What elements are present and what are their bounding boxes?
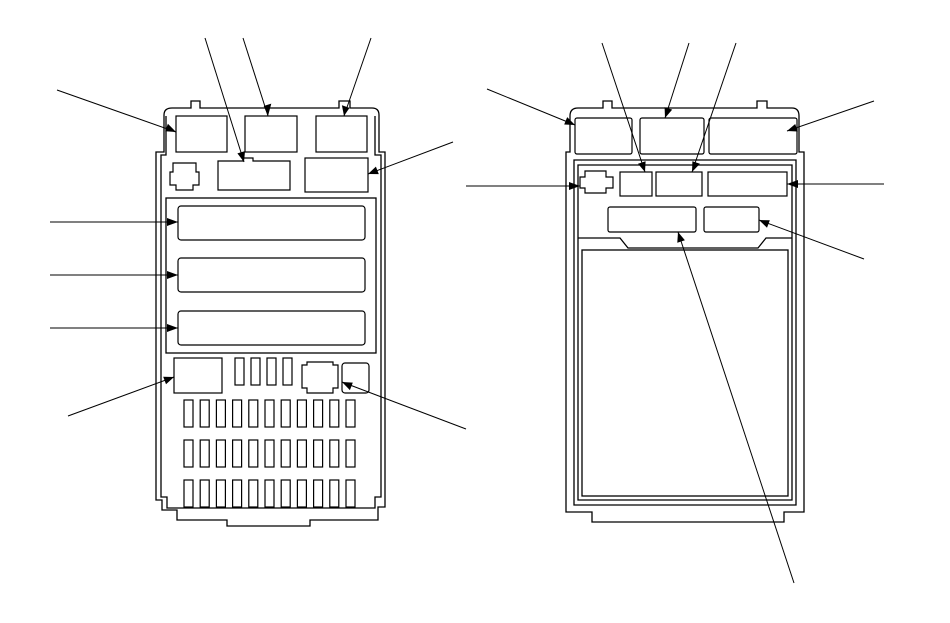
rear-top-connector-2 <box>639 117 705 155</box>
front-small-connector <box>169 162 200 191</box>
relay-slot <box>313 479 324 508</box>
relay-slot <box>280 439 291 468</box>
front-strip-2 <box>177 257 366 293</box>
relay-slot <box>329 479 340 508</box>
relay-slot <box>329 439 340 468</box>
relay-slot <box>248 439 259 468</box>
relay-slot <box>264 479 275 508</box>
relay-slot <box>199 439 210 468</box>
relay-slot <box>296 439 307 468</box>
rear-cavity <box>581 249 789 497</box>
relay-slot <box>183 439 194 468</box>
front-lower-relay <box>173 357 223 394</box>
relay-slot <box>264 399 275 428</box>
relay-slot <box>199 479 210 508</box>
front-top-connector-3 <box>315 115 368 153</box>
rear-callout-arrowheads <box>564 107 798 243</box>
front-housing-inner-edge <box>160 116 382 509</box>
relay-slot <box>296 479 307 508</box>
front-right-connector <box>304 157 369 193</box>
relay-slot <box>183 479 194 508</box>
relay-slot <box>313 399 324 428</box>
relay-slot <box>183 399 194 428</box>
rear-top-connector-3 <box>708 117 798 155</box>
rear-housing-inner-frame-2 <box>577 164 793 501</box>
relay-slot <box>345 439 356 468</box>
front-housing-outline <box>155 100 386 527</box>
front-relay-slot-grid <box>183 399 356 508</box>
rear-view-panel <box>466 42 884 584</box>
rear-ledge-block-1 <box>607 206 697 233</box>
relay-slot <box>329 399 340 428</box>
relay-slot <box>264 439 275 468</box>
relay-slot <box>215 399 226 428</box>
front-lower-connector <box>301 361 339 394</box>
relay-slot <box>248 479 259 508</box>
rear-housing-inner-frame <box>573 159 797 506</box>
front-strip-1 <box>177 205 366 241</box>
front-top-connector-2 <box>244 115 298 153</box>
front-mini-fuse-group <box>234 357 293 386</box>
front-middle-connector <box>217 157 291 191</box>
relay-slot <box>345 479 356 508</box>
rear-top-connector-1 <box>574 117 633 155</box>
rear-ledge-block-2 <box>703 206 760 233</box>
relay-slot <box>296 399 307 428</box>
front-callout-arrowheads <box>163 103 379 391</box>
front-callouts <box>50 37 467 430</box>
relay-slot <box>199 399 210 428</box>
rear-ledge <box>578 237 792 249</box>
relay-slot <box>313 439 324 468</box>
front-view-panel <box>50 37 467 527</box>
rear-callouts <box>466 42 884 584</box>
relay-slot <box>232 439 243 468</box>
rear-small-connector <box>579 170 614 194</box>
relay-slot <box>248 399 259 428</box>
front-top-connector-1 <box>175 115 228 153</box>
rear-connector-b <box>655 171 703 197</box>
relay-slot <box>232 399 243 428</box>
front-lower-small-block <box>341 362 370 394</box>
front-strip-3 <box>177 310 366 346</box>
relay-slot <box>215 479 226 508</box>
rear-connector-c <box>707 171 788 197</box>
relay-slot <box>215 439 226 468</box>
relay-slot <box>280 399 291 428</box>
relay-slot <box>232 479 243 508</box>
relay-slot <box>280 479 291 508</box>
rear-housing-outline <box>565 100 805 523</box>
rear-connector-a <box>619 171 653 197</box>
relay-slot <box>345 399 356 428</box>
